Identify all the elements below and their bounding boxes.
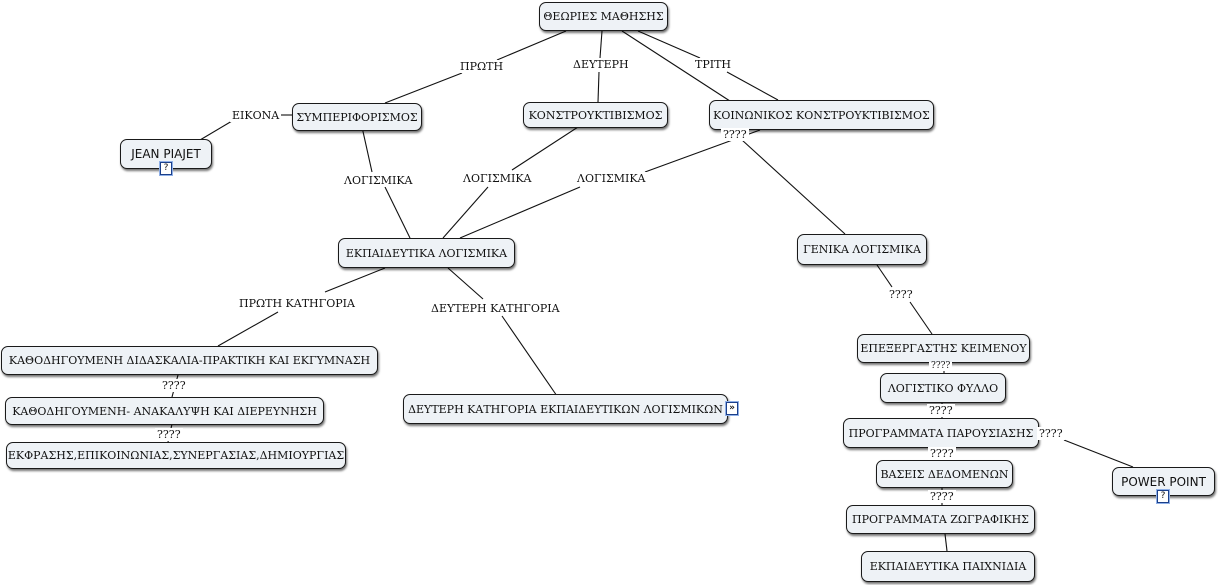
link-line xyxy=(496,30,567,61)
node-second-category-software[interactable]: ΔΕΥΤΕΡΗ ΚΑΤΗΓΟΡΙΑ ΕΚΠΑΙΔΕΥΤΙΚΩΝ ΛΟΓΙΣΜΙΚ… xyxy=(403,394,728,424)
link-line xyxy=(324,267,386,293)
node-educational-games[interactable]: ΕΚΠΑΙΔΕΥΤΙΚΑ ΠΑΙΧΝΙΔΙΑ xyxy=(861,551,1035,582)
link-label-third: ΤΡΙΤΗ xyxy=(693,58,734,71)
link-label-unknown: ???? xyxy=(155,428,183,441)
link-label-first: ΠΡΩΤΗ xyxy=(458,60,506,73)
link-line xyxy=(447,267,484,300)
link-line xyxy=(726,71,779,101)
link-label-unknown: ???? xyxy=(929,361,953,371)
node-word-processor[interactable]: ΕΠΕΞΕΡΓΑΣΤΗΣ ΚΕΙΜΕΝΟΥ xyxy=(857,334,1030,363)
link-label-second: ΔΕΥΤΕΡΗ xyxy=(571,58,631,71)
link-label-unknown: ???? xyxy=(1037,427,1065,440)
node-databases[interactable]: ΒΑΣΕΙΣ ΔΕΔΟΜΕΝΩΝ xyxy=(876,460,1013,488)
node-social-constructivism[interactable]: ΚΟΙΝΩΝΙΚΟΣ ΚΟΝΣΤΡΟΥΚΤΙΒΙΣΜΟΣ xyxy=(709,100,934,130)
link-line xyxy=(909,301,933,335)
link-line xyxy=(1063,439,1134,468)
node-educational-software[interactable]: ΕΚΠΑΙΔΕΥΤΙΚΑ ΛΟΓΙΣΜΙΚΑ xyxy=(338,238,515,268)
node-guided-teaching[interactable]: ΚΑΘΟΔΗΓΟΥΜΕΝΗ ΔΙΔΑΣΚΑΛΙΑ-ΠΡΑΚΤΙΚΗ ΚΑΙ ΕΚ… xyxy=(1,346,378,375)
expand-arrow-icon[interactable]: » xyxy=(726,402,738,415)
link-line xyxy=(442,186,489,239)
link-line xyxy=(597,71,600,103)
link-label-unknown: ???? xyxy=(928,490,956,503)
link-line xyxy=(876,264,893,288)
link-label-unknown: ???? xyxy=(160,379,188,392)
document-icon[interactable]: ? xyxy=(1157,490,1169,503)
node-general-software[interactable]: ΓΕΝΙΚΑ ΛΟΓΙΣΜΙΚΑ xyxy=(797,234,927,265)
link-label-unknown: ???? xyxy=(928,447,956,460)
link-label-unknown: ???? xyxy=(721,128,749,141)
link-line xyxy=(384,72,463,104)
node-constructivism[interactable]: ΚΟΝΣΤΡΟΥΚΤΙΒΙΣΜΟΣ xyxy=(523,102,668,128)
link-label-image: ΕΙΚΟΝΑ xyxy=(230,109,282,122)
link-line xyxy=(217,311,279,347)
node-spreadsheet[interactable]: ΛΟΓΙΣΤΙΚΟ ΦΥΛΛΟ xyxy=(880,373,1006,403)
link-line xyxy=(384,186,411,239)
link-line xyxy=(741,139,846,235)
link-line xyxy=(599,30,603,59)
link-line xyxy=(199,120,233,141)
node-painting-programs[interactable]: ΠΡΟΓΡΑΜΜΑΤΑ ΖΩΓΡΑΦΙΚΗΣ xyxy=(846,505,1035,534)
link-label-software: ΛΟΓΙΣΜΙΚΑ xyxy=(575,172,648,185)
link-label-first-category: ΠΡΩΤΗ ΚΑΤΗΓΟΡΙΑ xyxy=(237,297,357,310)
node-expression-communication[interactable]: ΕΚΦΡΑΣΗΣ,ΕΠΙΚΟΙΝΩΝΙΑΣ,ΣΥΝΕΡΓΑΣΙΑΣ,ΔΗΜΙΟΥ… xyxy=(6,442,346,469)
node-behaviorism[interactable]: ΣΥΜΠΕΡΙΦΟΡΙΣΜΟΣ xyxy=(292,103,422,131)
link-line xyxy=(621,30,734,104)
link-line xyxy=(459,186,581,239)
node-presentation-programs[interactable]: ΠΡΟΓΡΑΜΜΑΤΑ ΠΑΡΟΥΣΙΑΣΗΣ xyxy=(843,418,1039,448)
link-label-software: ΛΟΓΙΣΜΙΚΑ xyxy=(461,172,534,185)
link-label-unknown: ???? xyxy=(887,288,915,301)
link-line xyxy=(501,315,558,397)
link-line xyxy=(944,533,948,552)
link-label-unknown: ???? xyxy=(927,404,955,417)
document-icon[interactable]: ? xyxy=(160,162,172,175)
link-line xyxy=(637,30,701,59)
link-label-software: ΛΟΓΙΣΜΙΚΑ xyxy=(342,174,415,187)
node-guided-discovery[interactable]: ΚΑΘΟΔΗΓΟΥΜΕΝΗ- ΑΝΑΚΑΛΥΨΗ ΚΑΙ ΔΙΕΡΕΥΝΗΣΗ xyxy=(5,397,324,425)
node-learning-theories[interactable]: ΘΕΩΡΙΕΣ ΜΑΘΗΣΗΣ xyxy=(539,2,668,31)
link-line xyxy=(511,126,579,171)
link-label-second-category: ΔΕΥΤΕΡΗ ΚΑΤΗΓΟΡΙΑ xyxy=(429,302,562,315)
link-line xyxy=(361,126,373,173)
